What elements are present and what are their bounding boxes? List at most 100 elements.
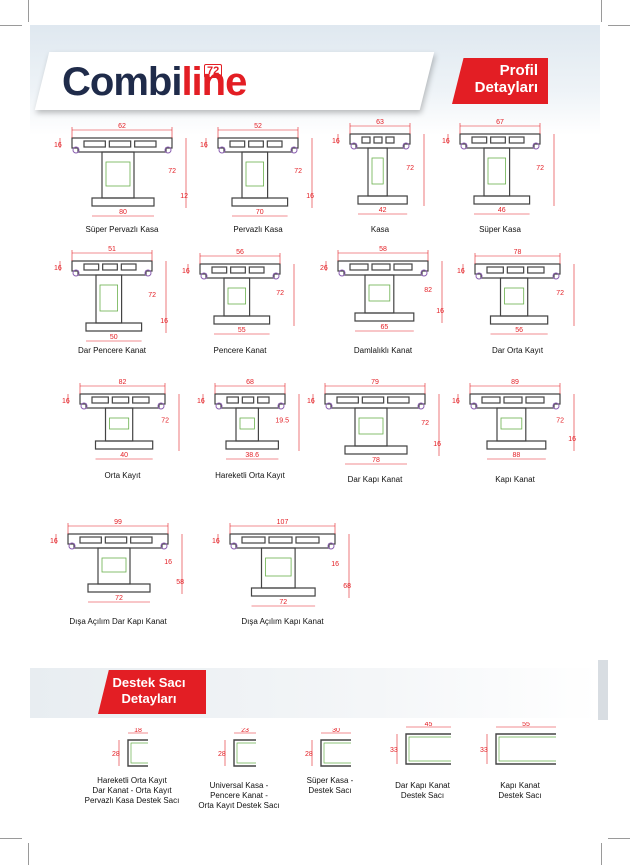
dimension-label: 40: [120, 452, 128, 459]
dimension-label: 55: [238, 327, 246, 334]
dimension-label: 63: [376, 119, 384, 126]
dimension-label: 65: [381, 324, 389, 331]
support-plate-section: 45 33: [390, 721, 451, 765]
dimension-label: 82: [424, 287, 432, 294]
profile-caption: Kapı Kanat: [495, 475, 535, 484]
support-plate-caption: Dar Kapı Kanat Destek Sacı: [395, 781, 450, 800]
dimension-label: 58: [379, 246, 387, 253]
dimension-label: 72: [148, 292, 156, 299]
profile-caption: Hareketli Orta Kayıt: [215, 471, 285, 480]
dimension-label: 99: [114, 519, 122, 526]
height-label: 28: [218, 751, 226, 758]
height-label: 28: [305, 751, 313, 758]
profile-caption: Dışa Açılım Dar Kapı Kanat: [69, 617, 167, 626]
support-plate-caption: Kapı Kanat Destek Sacı: [498, 781, 542, 800]
dimension-label: 79: [371, 379, 379, 386]
dimension-label: 82: [119, 379, 127, 386]
brand-logo: Combiline: [62, 60, 247, 104]
height-label: 33: [390, 747, 398, 754]
width-label: 45: [425, 722, 433, 728]
dimension-label: 16: [433, 441, 441, 448]
dimension-label: 16: [182, 268, 190, 275]
dimension-label: 16: [160, 318, 168, 325]
width-label: 55: [522, 722, 530, 728]
dimension-label: 16: [332, 138, 340, 145]
support-plate-section: 23 28: [218, 727, 256, 767]
dimension-label: 72: [279, 599, 287, 606]
crop-mark: [601, 843, 602, 865]
dimension-label: 78: [372, 457, 380, 464]
support-plate-caption: Universal Kasa - Pencere Kanat - Orta Ka…: [198, 781, 280, 810]
crop-mark: [28, 843, 29, 865]
profile-caption: Dar Pencere Kanat: [77, 346, 147, 355]
support-plate-title: Destek Sacı Detayları: [112, 675, 186, 706]
dimension-label: 51: [108, 246, 116, 253]
height-label: 33: [480, 747, 488, 754]
profile-caption: Süper Pervazlı Kasa: [85, 225, 159, 234]
profile-caption: Süper Kasa: [479, 225, 521, 234]
dimension-label: 16: [62, 398, 70, 405]
dimension-label: 88: [513, 452, 521, 459]
profile-drawing: 79 16 72 78 16: [305, 378, 445, 468]
width-label: 18: [134, 728, 142, 734]
profile-details-title: Profil Detayları: [474, 62, 538, 96]
support-plate-drawing: 55 33: [480, 721, 560, 777]
dimension-label: 107: [277, 519, 289, 526]
dimension-label: 72: [276, 290, 284, 297]
profile-caption: Dar Kapı Kanat: [347, 475, 403, 484]
profile-caption: Dışa Açılım Kapı Kanat: [241, 617, 324, 626]
profile-cross-section: 79 16 72 78 16: [307, 379, 441, 465]
dimension-label: 16: [568, 436, 576, 443]
width-label: 23: [241, 728, 249, 734]
dimension-label: 19.5: [275, 418, 289, 425]
profile-drawing: 51 16 72 50 16: [52, 245, 172, 345]
crop-mark: [608, 25, 630, 26]
dimension-label: 72: [536, 165, 544, 172]
dimension-label: 62: [118, 123, 126, 130]
profile-drawing: 82 16 72 40: [60, 378, 185, 463]
dimension-label: 72: [556, 290, 564, 297]
support-plate-caption: Süper Kasa - Destek Sacı: [306, 776, 354, 795]
dimension-label: 72: [168, 168, 176, 175]
profile-cross-section: 63 16 72 42: [332, 119, 425, 215]
dimension-label: 12: [180, 193, 188, 200]
crop-mark: [601, 0, 602, 22]
dimension-label: 16: [307, 398, 315, 405]
side-tab: [598, 660, 608, 720]
dimension-label: 16: [436, 308, 444, 315]
dimension-label: 70: [256, 209, 264, 216]
profile-caption: Pervazlı Kasa: [233, 225, 283, 234]
profile-cross-section: 82 16 72 40: [62, 379, 180, 460]
dimension-label: 38.6: [245, 452, 259, 459]
dimension-label: 72: [421, 420, 429, 427]
dimension-label: 16: [306, 193, 314, 200]
dimension-label: 56: [515, 327, 523, 334]
dimension-label: 50: [110, 334, 118, 341]
dimension-label: 72: [115, 595, 123, 602]
dimension-label: 68: [246, 379, 254, 386]
dimension-label: 16: [200, 142, 208, 149]
dimension-label: 72: [406, 165, 414, 172]
dimension-label: 42: [379, 207, 387, 214]
dimension-label: 72: [161, 418, 169, 425]
profile-caption: Orta Kayıt: [104, 471, 141, 480]
support-plate-caption: Hareketli Orta Kayıt Dar Kanat - Orta Ka…: [84, 776, 180, 805]
dimension-label: 16: [50, 538, 58, 545]
dimension-label: 67: [496, 119, 504, 126]
dimension-label: 16: [54, 265, 62, 272]
